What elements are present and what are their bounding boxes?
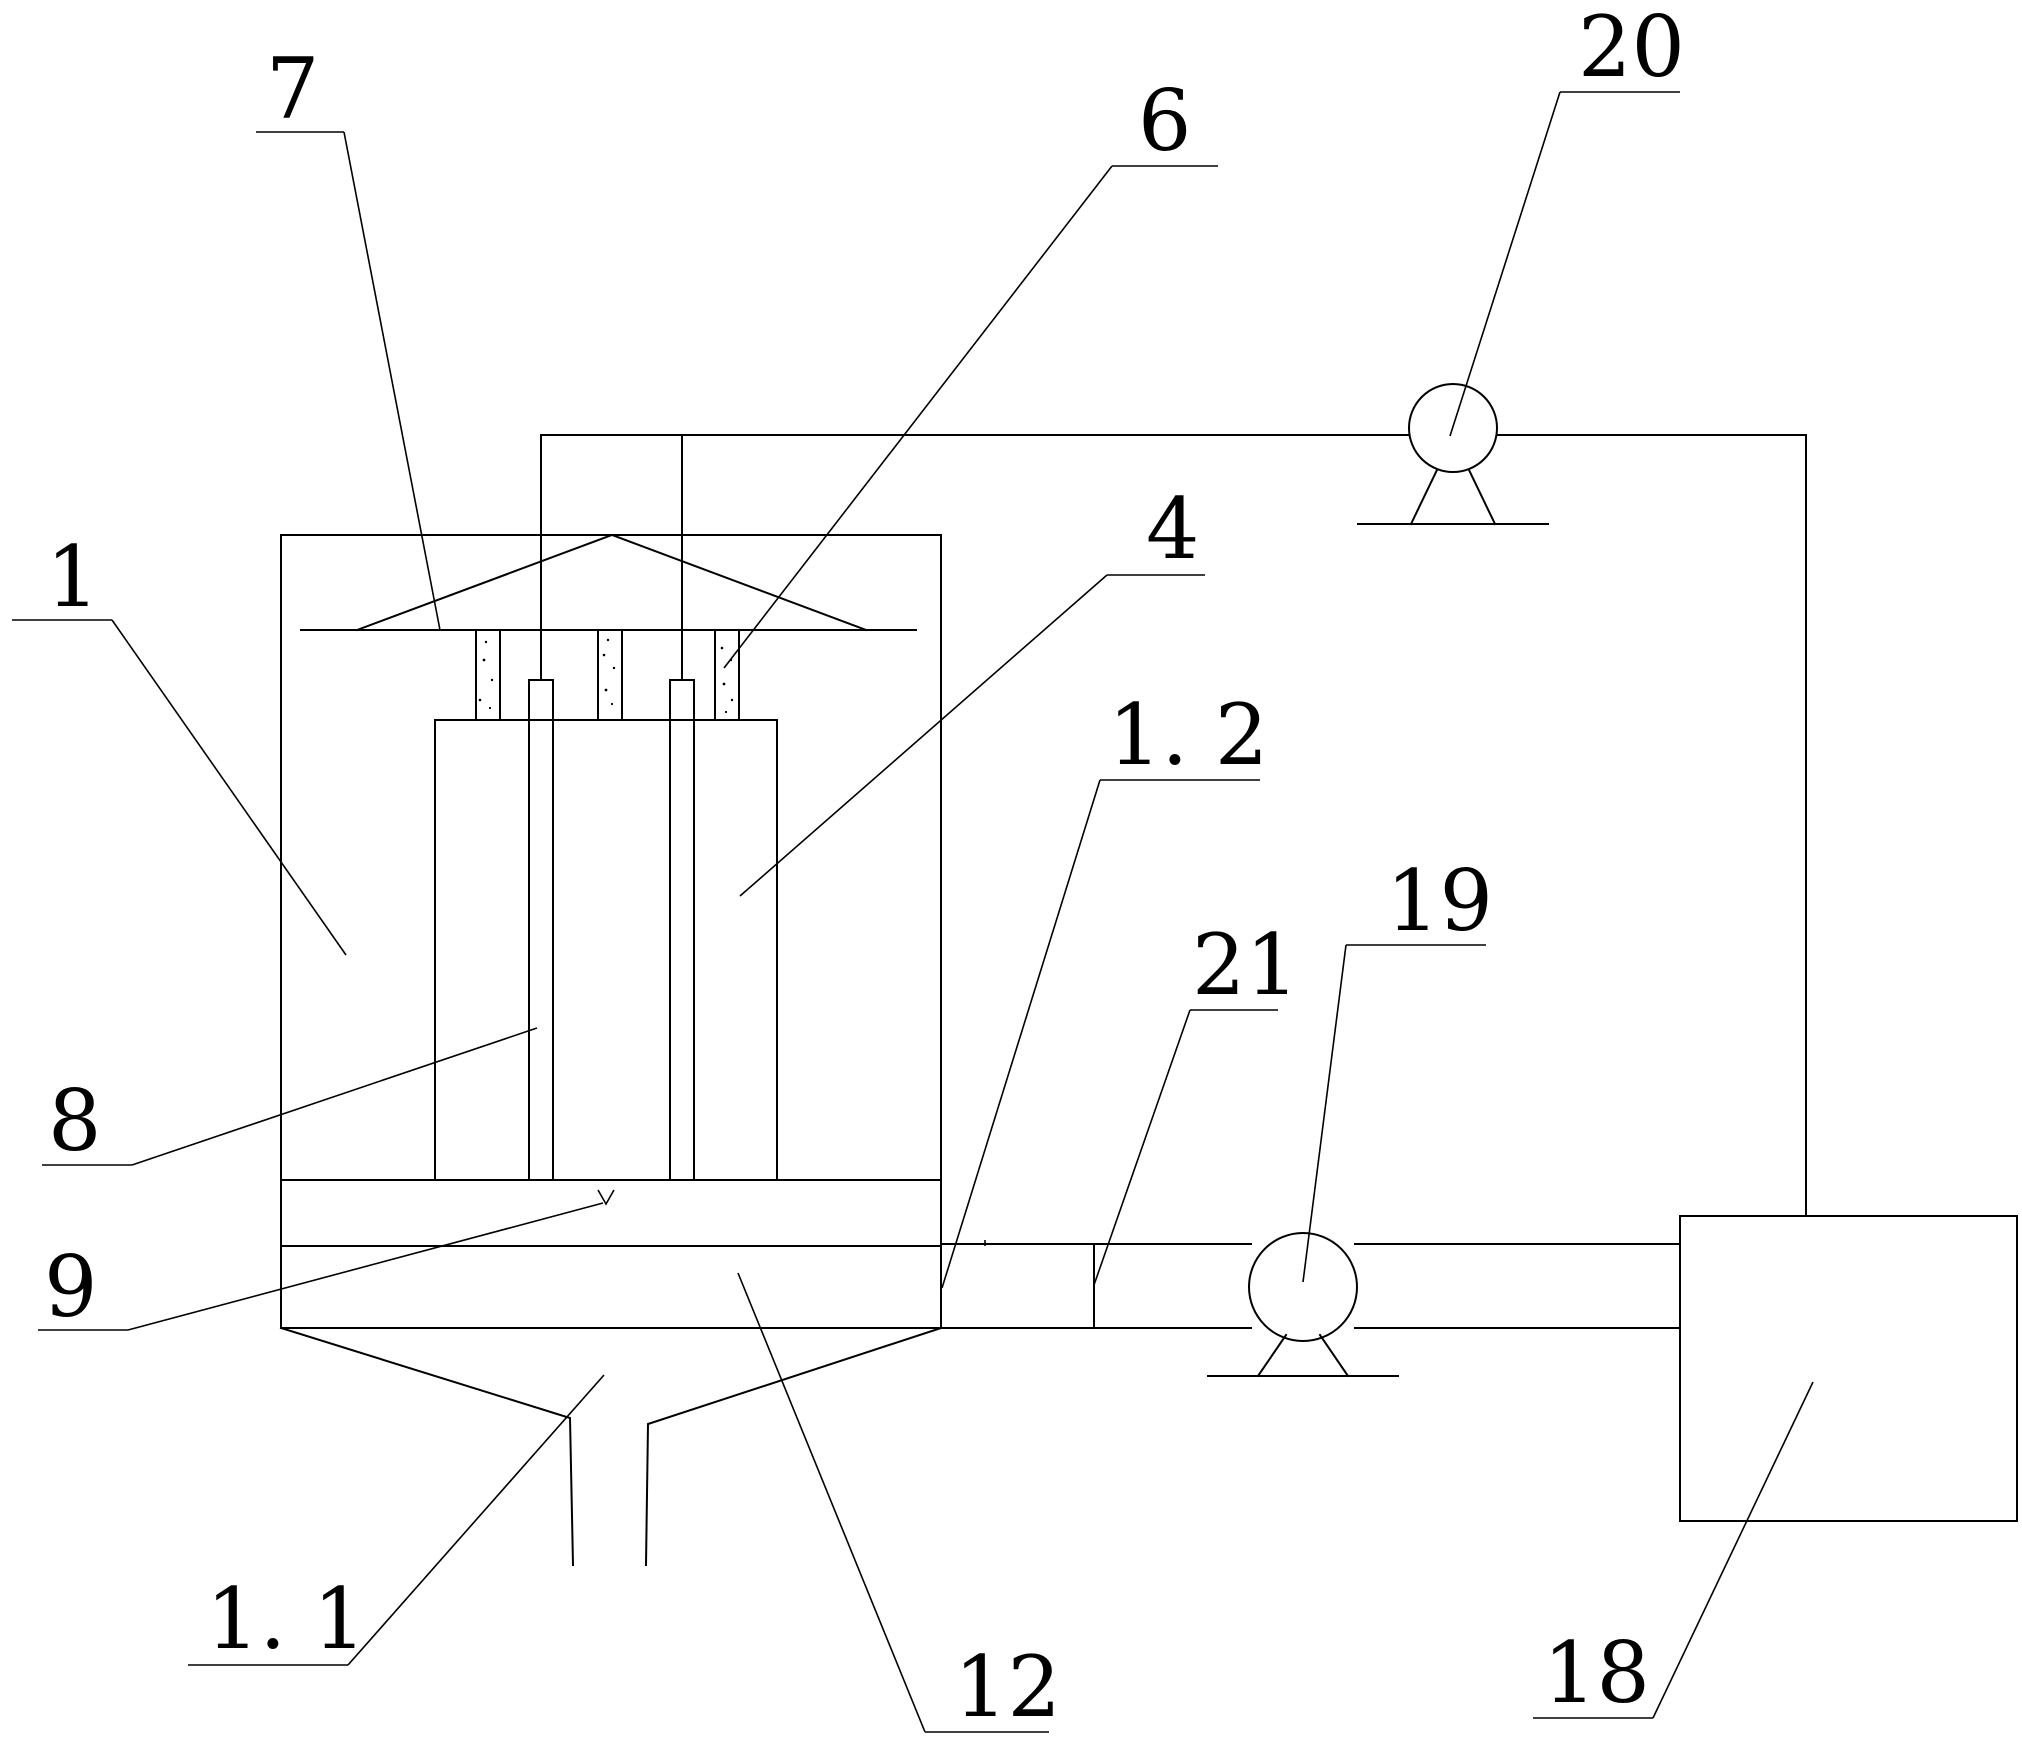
upper-return-pipe — [540, 434, 1807, 1217]
label-1-1: 1. 1 — [206, 1570, 366, 1668]
label-12: 12 — [954, 1638, 1061, 1736]
label-21: 21 — [1192, 916, 1299, 1014]
label-1-2: 1. 2 — [1108, 686, 1268, 784]
lower-pipe — [940, 1240, 1681, 1329]
label-6: 6 — [1138, 72, 1191, 170]
pump-19 — [1207, 1232, 1399, 1378]
label-20: 20 — [1578, 0, 1685, 96]
inner-vessel — [434, 719, 778, 1181]
pump-20 — [1357, 383, 1549, 526]
label-18: 18 — [1543, 1624, 1650, 1722]
part-labels: 7 6 20 1 4 1. 2 21 19 8 9 1. 1 12 18 — [44, 0, 1685, 1736]
label-4: 4 — [1146, 480, 1199, 578]
label-19: 19 — [1386, 852, 1493, 950]
filter-columns — [475, 629, 740, 721]
leader-lines — [12, 91, 1814, 1733]
main-tank — [280, 534, 942, 1329]
tank-partitions — [280, 1179, 942, 1247]
label-8: 8 — [48, 1072, 101, 1170]
hopper-outlet — [279, 1326, 943, 1567]
label-9: 9 — [44, 1238, 97, 1336]
vertical-pipes — [528, 679, 695, 1181]
label-7: 7 — [266, 40, 319, 138]
storage-tank-18 — [1679, 1215, 2018, 1522]
label-1: 1 — [46, 528, 99, 626]
hood-cover — [300, 533, 917, 632]
